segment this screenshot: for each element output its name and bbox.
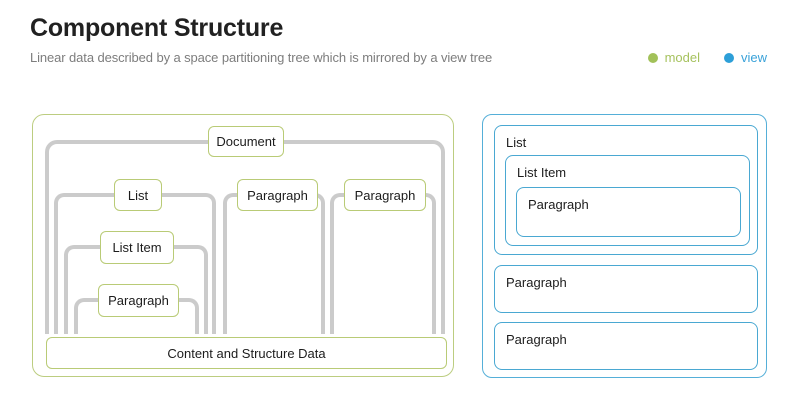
model-node-content-bar: Content and Structure Data xyxy=(46,337,447,369)
model-node-list-item: List Item xyxy=(100,231,174,264)
legend-item-model: model xyxy=(647,50,700,65)
view-box-paragraph-third-label: Paragraph xyxy=(506,332,567,347)
view-legend-dot-icon xyxy=(723,52,734,63)
model-node-document: Document xyxy=(208,126,284,157)
connector-bracket-paragraph-middle xyxy=(223,193,325,334)
model-legend-label: model xyxy=(664,50,700,65)
page-subtitle: Linear data described by a space partiti… xyxy=(30,50,493,65)
legend: model view xyxy=(647,50,767,65)
view-box-paragraph-nested: Paragraph xyxy=(516,187,741,237)
model-node-paragraph-leaf: Paragraph xyxy=(98,284,179,317)
view-box-list: List List Item Paragraph xyxy=(494,125,758,255)
view-diagram-panel: List List Item Paragraph Paragraph Parag… xyxy=(482,114,767,378)
model-diagram-panel: Document List Paragraph Paragraph List I… xyxy=(32,114,454,377)
view-box-list-label: List xyxy=(506,135,527,150)
view-box-paragraph-nested-label: Paragraph xyxy=(528,197,589,212)
view-box-paragraph-second-label: Paragraph xyxy=(506,275,567,290)
model-node-list: List xyxy=(114,179,162,211)
view-box-paragraph-second: Paragraph xyxy=(494,265,758,313)
model-node-paragraph-right: Paragraph xyxy=(344,179,426,211)
model-legend-dot-icon xyxy=(647,52,658,63)
view-legend-label: view xyxy=(740,50,767,65)
connector-bracket-paragraph-right xyxy=(330,193,436,334)
view-box-paragraph-third: Paragraph xyxy=(494,322,758,370)
model-node-paragraph-middle: Paragraph xyxy=(237,179,318,211)
page-title: Component Structure xyxy=(30,14,284,42)
legend-item-view: view xyxy=(723,50,767,65)
view-box-list-item: List Item Paragraph xyxy=(505,155,750,246)
view-box-list-item-label: List Item xyxy=(517,165,567,180)
